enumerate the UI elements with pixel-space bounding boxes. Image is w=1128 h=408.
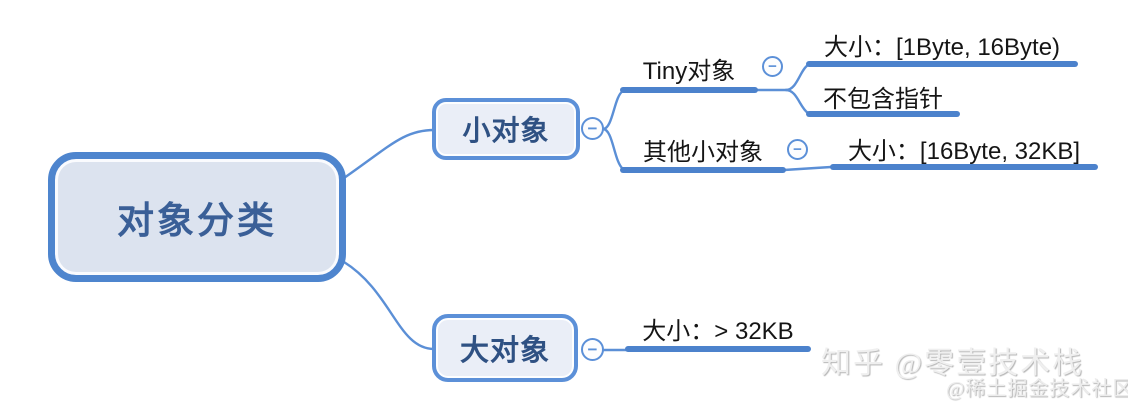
node-other-small-object-label[interactable]: 其他小对象 bbox=[643, 139, 763, 166]
node-other-small-size-label[interactable]: 大小：[16Byte, 32KB] bbox=[847, 138, 1081, 165]
root-node-label: 对象分类 bbox=[117, 200, 277, 241]
node-tiny-object-label[interactable]: Tiny对象 bbox=[642, 58, 736, 85]
node-no-pointer-underline bbox=[806, 111, 960, 117]
node-large-size-underline bbox=[625, 346, 811, 352]
connector-tiny-to-size bbox=[784, 63, 810, 92]
node-no-pointer-label[interactable]: 不包含指针 bbox=[823, 86, 943, 113]
node-other-small-size-underline bbox=[830, 164, 1098, 170]
collapse-minus-icon-large-object[interactable]: − bbox=[581, 338, 604, 361]
watermark-juejin: @稀土掘金技术社区 bbox=[946, 378, 1128, 400]
node-large-size-label[interactable]: 大小：> 32KB bbox=[642, 318, 794, 345]
connector-small-to-tiny bbox=[601, 89, 625, 131]
connector-other-small-to-size bbox=[782, 165, 833, 172]
branch-node-large-object[interactable]: 大对象 bbox=[432, 314, 578, 382]
collapse-minus-icon-tiny-object[interactable]: − bbox=[762, 56, 783, 77]
branch-node-small-object[interactable]: 小对象 bbox=[432, 98, 580, 160]
node-tiny-size-label[interactable]: 大小：[1Byte, 16Byte) bbox=[823, 34, 1061, 61]
branch-node-large-object-label: 大对象 bbox=[459, 335, 550, 367]
watermark-zhihu: 知乎 @零壹技术栈 bbox=[821, 347, 1085, 380]
connector-root-to-small bbox=[342, 128, 436, 180]
collapse-minus-icon-other-small-object[interactable]: − bbox=[787, 139, 808, 160]
node-other-small-object-underline bbox=[620, 167, 786, 173]
node-tiny-object-underline bbox=[620, 87, 758, 93]
branch-node-small-object-label: 小对象 bbox=[462, 115, 550, 146]
root-node-object-classification[interactable]: 对象分类 bbox=[48, 152, 346, 282]
connector-root-to-large bbox=[342, 260, 436, 351]
node-tiny-size-underline bbox=[806, 61, 1078, 67]
collapse-minus-icon-small-object[interactable]: − bbox=[581, 117, 604, 140]
connector-tiny-to-no-pointer bbox=[784, 88, 810, 115]
